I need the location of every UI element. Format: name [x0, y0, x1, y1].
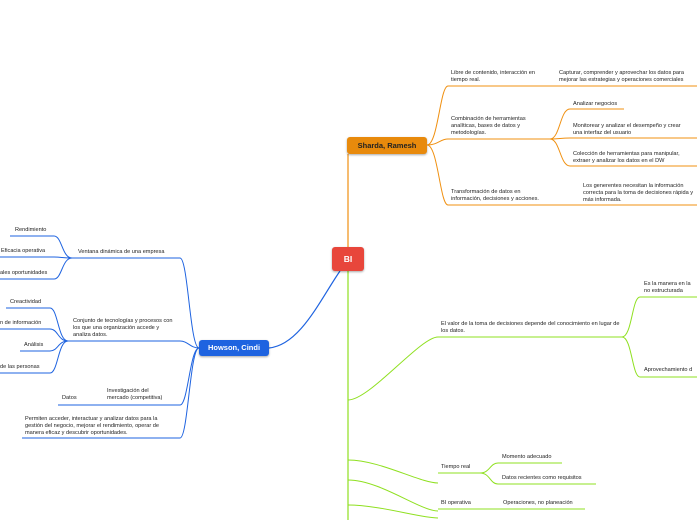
- howson-item-4[interactable]: Permiten acceder, interactuar y analizar…: [25, 416, 160, 436]
- howson-item-3-child-1[interactable]: Datos: [62, 395, 77, 401]
- howson-item-2-child-1[interactable]: Creactividad: [10, 299, 42, 305]
- howson-item-2-child-2[interactable]: n de información: [0, 320, 42, 326]
- sharda-item-3[interactable]: Transformación de datos en información, …: [451, 189, 539, 202]
- sharda-item-2-child-3[interactable]: Colección de herramientas para manipular…: [573, 151, 680, 164]
- sharda-item-2-child-1[interactable]: Analizar negocios: [573, 101, 618, 107]
- green-item-3-child-1[interactable]: Operaciones, no planeación: [503, 500, 573, 506]
- sharda-item-3-child-1[interactable]: Los generentes necesitan la información …: [583, 183, 694, 203]
- howson-item-1-child-1[interactable]: Rendimiento: [15, 227, 47, 233]
- green-item-1-child-2[interactable]: Aprovechamiento d: [644, 367, 693, 373]
- sharda-item-2[interactable]: Combinación de herramientas analíticas, …: [451, 116, 526, 136]
- howson-item-2-child-4[interactable]: de las personas: [0, 364, 40, 370]
- howson-item-1-child-2[interactable]: Eficacia operativa: [1, 248, 46, 254]
- green-item-2-child-1[interactable]: Momento adecuado: [502, 454, 552, 460]
- howson-item-1[interactable]: Ventana dinámica de una empresa: [78, 249, 165, 255]
- sharda-node[interactable]: Sharda, Ramesh: [347, 137, 427, 154]
- root-node[interactable]: BI: [332, 247, 364, 271]
- green-item-2[interactable]: Tiempo real: [441, 464, 471, 470]
- howson-item-1-child-3[interactable]: ales oportunidades: [0, 270, 48, 276]
- howson-node[interactable]: Howson, Cindi: [199, 340, 269, 356]
- howson-item-2[interactable]: Conjunto de tecnologías y procesos con l…: [73, 318, 173, 338]
- sharda-item-1-child-1[interactable]: Capturar, comprender y aprovechar los da…: [559, 70, 684, 83]
- howson-item-2-child-3[interactable]: Análisis: [24, 342, 44, 348]
- sharda-item-2-child-2[interactable]: Monitorear y analizar el desempeño y cre…: [573, 123, 681, 136]
- sharda-item-1[interactable]: Libre de contenido, interacción en tiemp…: [451, 70, 535, 83]
- root-label: BI: [343, 254, 353, 264]
- howson-label: Howson, Cindi: [207, 343, 261, 352]
- green-item-1[interactable]: El valor de la toma de decisiones depend…: [441, 321, 620, 334]
- sharda-label: Sharda, Ramesh: [357, 141, 417, 150]
- howson-item-3[interactable]: Investigación del mercado (competitiva): [107, 388, 163, 401]
- green-item-1-child-1[interactable]: Es la manera en la no estructurada: [644, 281, 691, 294]
- green-item-2-child-2[interactable]: Datos recientes como requisitos: [502, 475, 582, 481]
- green-item-3[interactable]: BI operativa: [441, 500, 471, 506]
